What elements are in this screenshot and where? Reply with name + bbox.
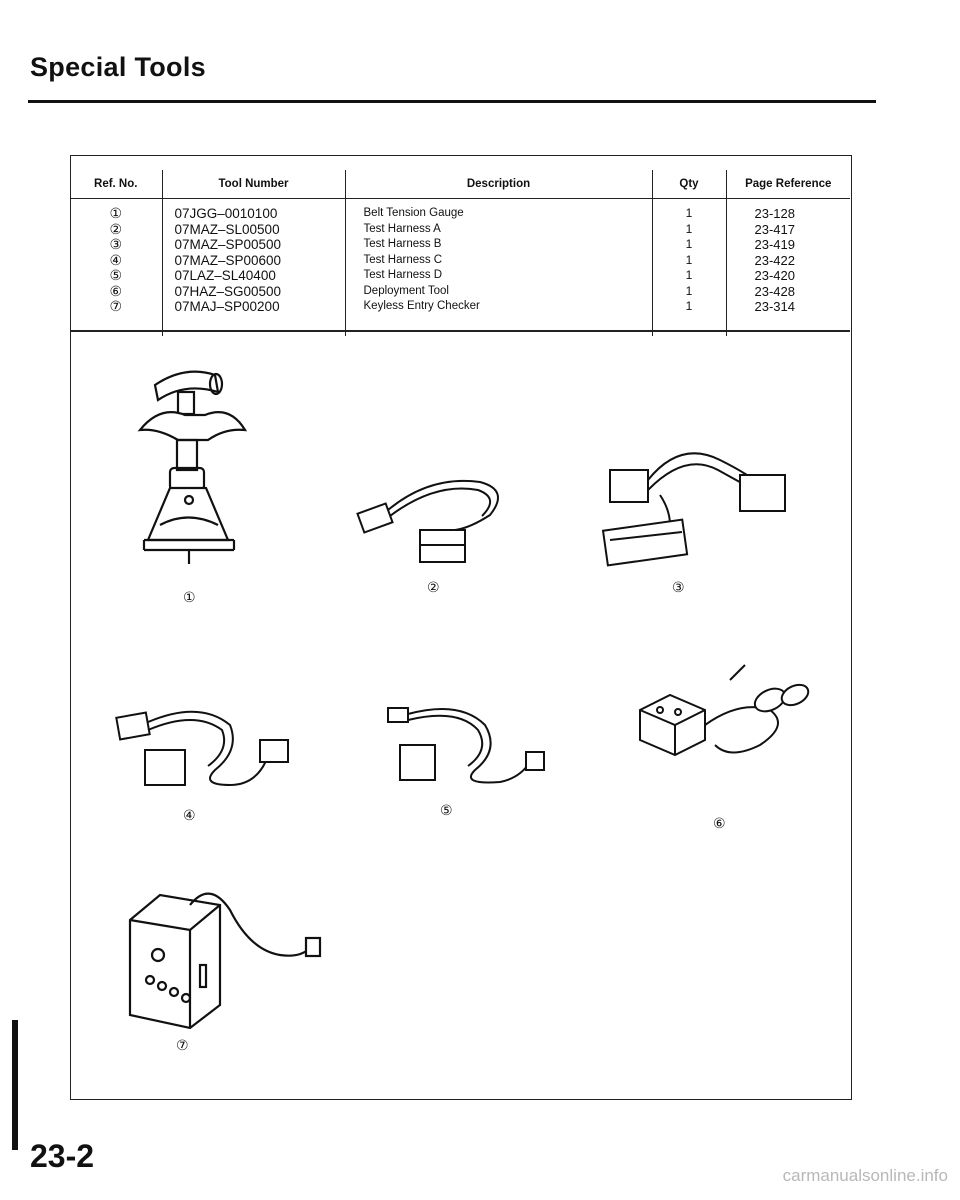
ref-cell: ⑤	[109, 267, 123, 283]
header-page-reference: Page Reference	[725, 170, 850, 199]
header-ref-no: Ref. No.	[70, 170, 162, 199]
desc-cell: Keyless Entry Checker	[363, 300, 480, 312]
tool-cell: 07MAZ–SL00500	[174, 221, 280, 237]
ref-cell: ⑦	[109, 298, 123, 314]
desc-cell: Test Harness C	[363, 253, 443, 266]
page-title: Special Tools	[30, 52, 206, 82]
tool-cell: 07LAZ–SL40400	[174, 268, 276, 283]
page-ref-column: 23-128 23-417 23-419 23-422 23-420 23-42…	[725, 198, 850, 336]
tool-cell: 07MAZ–SP00500	[174, 237, 282, 252]
tools-frame	[70, 155, 852, 1100]
desc-cell: Deployment Tool	[363, 284, 449, 297]
qty-cell: 1	[685, 283, 693, 298]
test-harness-b-illustration	[601, 452, 786, 567]
page-cell: 23-422	[754, 252, 795, 268]
special-tools-table: Ref. No. Tool Number Description Qty Pag…	[70, 170, 850, 336]
qty-cell: 1	[685, 299, 693, 313]
callout-2: ②	[427, 580, 440, 596]
description-column: Belt Tension Gauge Test Harness A Test H…	[344, 198, 652, 336]
page-cell: 23-314	[754, 299, 795, 314]
ref-cell: ④	[109, 251, 123, 268]
qty-cell: 1	[685, 237, 693, 251]
qty-cell: 1	[685, 221, 693, 236]
keyless-entry-checker-illustration	[128, 892, 322, 1030]
header-description: Description	[344, 170, 652, 199]
tool-column: 07JGG–0010100 07MAZ–SL00500 07MAZ–SP0050…	[161, 198, 345, 336]
tool-cell: 07MAJ–SP00200	[174, 299, 280, 314]
header-qty: Qty	[651, 170, 726, 199]
watermark: carmanualsonline.info	[782, 1166, 948, 1185]
page-cell: 23-419	[754, 237, 795, 252]
desc-cell: Test Harness D	[363, 269, 443, 281]
qty-cell: 1	[685, 268, 693, 282]
qty-column: 1 1 1 1 1 1 1	[651, 198, 726, 336]
page-cell: 23-420	[754, 268, 795, 283]
margin-bar	[12, 1020, 18, 1150]
callout-4: ④	[183, 808, 196, 824]
qty-cell: 1	[685, 252, 693, 267]
page-cell: 23-428	[754, 283, 795, 299]
qty-cell: 1	[685, 206, 693, 220]
callout-5: ⑤	[440, 803, 453, 819]
desc-cell: Test Harness B	[363, 238, 442, 250]
tool-cell: 07MAZ–SP00600	[174, 252, 282, 268]
callout-7: ⑦	[176, 1038, 189, 1054]
ref-column: ① ② ③ ④ ⑤ ⑥ ⑦	[70, 199, 162, 337]
callout-6: ⑥	[713, 816, 726, 832]
tool-cell: 07HAZ–SG00500	[174, 283, 282, 299]
callout-1: ①	[183, 590, 196, 606]
title-rule	[28, 100, 876, 103]
page-cell: 23-417	[754, 221, 795, 237]
ref-cell: ①	[109, 205, 123, 221]
deployment-tool-illustration	[639, 664, 810, 757]
header-tool-number: Tool Number	[161, 170, 345, 199]
ref-cell: ②	[109, 220, 123, 237]
ref-cell: ⑥	[109, 282, 123, 299]
callout-3: ③	[672, 580, 685, 596]
test-harness-c-illustration	[115, 710, 289, 787]
page-cell: 23-128	[754, 206, 795, 221]
desc-cell: Test Harness A	[363, 222, 441, 235]
table-bottom-rule	[70, 330, 850, 332]
belt-tension-gauge-illustration	[137, 370, 248, 564]
ref-cell: ③	[109, 236, 123, 252]
desc-cell: Belt Tension Gauge	[363, 207, 464, 219]
page-number: 23-2	[30, 1138, 95, 1174]
test-harness-a-illustration	[356, 479, 499, 563]
test-harness-d-illustration	[387, 707, 545, 784]
tool-cell: 07JGG–0010100	[174, 206, 278, 221]
